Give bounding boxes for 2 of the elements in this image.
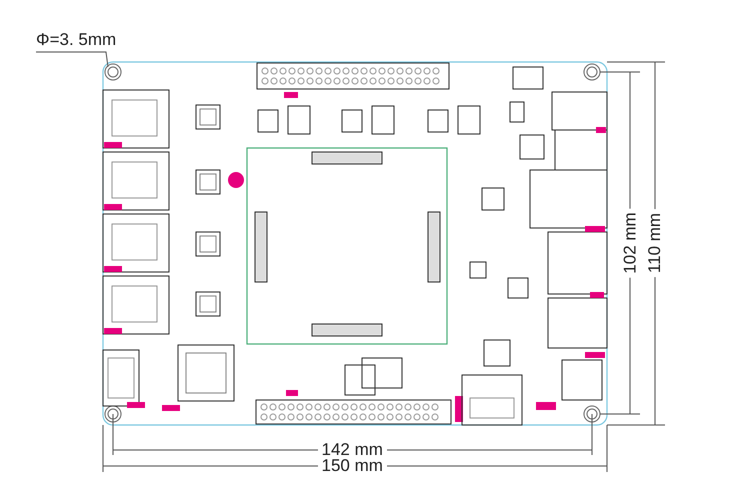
leader-line bbox=[36, 52, 108, 68]
hole-diameter-label: Φ=3. 5mm bbox=[36, 30, 126, 52]
